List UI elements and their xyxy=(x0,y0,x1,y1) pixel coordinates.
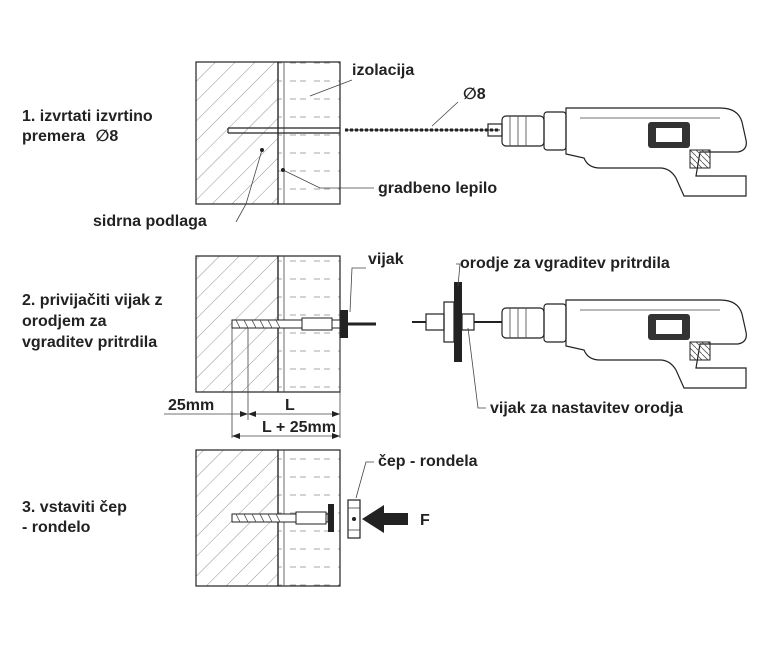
adhesive-label: gradbeno lepilo xyxy=(378,180,497,197)
step-2: 2. privijačiti vijak z orodjem za vgradi… xyxy=(22,251,747,439)
setting-tool-label: orodje za vgraditev pritrdila xyxy=(460,255,670,272)
hammer-drill-2 xyxy=(501,299,747,389)
step-1: 1. izvrtati izvrtino premera ∅8 xyxy=(22,61,747,230)
dim-L25-label: L + 25mm xyxy=(262,419,336,436)
diameter-label: ∅8 xyxy=(463,86,486,103)
step-2-title: 2. privijačiti vijak z xyxy=(22,292,163,309)
force-arrow xyxy=(362,505,408,533)
plug-washer-label: čep - rondela xyxy=(378,453,478,470)
force-label: F xyxy=(420,512,430,529)
setting-tool xyxy=(412,282,502,362)
dim-25mm-label: 25mm xyxy=(168,397,214,414)
screw-label: vijak xyxy=(368,251,404,268)
step-3-title: 3. vstaviti čep xyxy=(22,499,127,516)
step-1-title: 1. izvrtati izvrtino xyxy=(22,108,153,125)
step-1-diameter: ∅8 xyxy=(96,128,119,145)
wall-section-1 xyxy=(195,61,341,205)
hammer-drill-1 xyxy=(487,107,747,197)
wall-section-2 xyxy=(195,255,376,393)
step-1-subtitle: premera xyxy=(22,128,85,145)
step-2-subtitle-2: vgraditev pritrdila xyxy=(22,334,157,351)
svg-text:premera ∅8: premera ∅8 xyxy=(22,128,118,145)
wall-section-3 xyxy=(195,449,341,587)
step-2-subtitle: orodjem za xyxy=(22,313,107,330)
dimension-lines xyxy=(164,328,341,439)
adjust-screw-label: vijak za nastavitev orodja xyxy=(490,400,683,417)
plug-washer xyxy=(347,499,361,539)
insulation-label: izolacija xyxy=(352,62,414,79)
dim-L-label: L xyxy=(285,397,295,414)
step-3-subtitle: - rondelo xyxy=(22,519,91,536)
step-3: 3. vstaviti čep - rondelo čep - rondela … xyxy=(22,449,478,587)
anchor-base-label: sidrna podlaga xyxy=(93,213,207,230)
